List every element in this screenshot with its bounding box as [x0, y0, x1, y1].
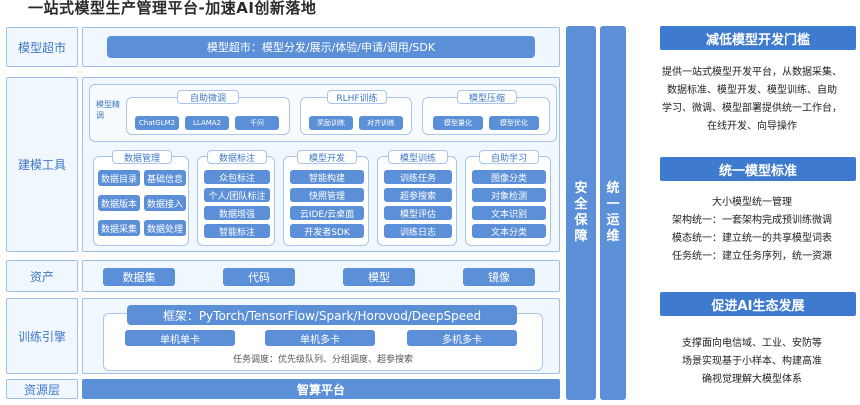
right-line: 支撑面向电信域、工业、安防等: [682, 338, 822, 349]
chip-training-task[interactable]: 训练任务: [384, 170, 452, 184]
chip-text-classification[interactable]: 文本分类: [472, 224, 546, 238]
tools-row: 模型精调 自助微调 ChatGLM2 LLAMA2 千问 RLHF训练 奖励训练…: [82, 77, 560, 252]
module-title: 数据管理: [112, 150, 172, 164]
chip-data-augmentation[interactable]: 数据增强: [204, 206, 270, 220]
chip-data-access[interactable]: 数据接入: [144, 195, 186, 211]
chip-crowdsourced-labeling[interactable]: 众包标注: [204, 170, 270, 184]
asset-image[interactable]: 镜像: [463, 268, 535, 286]
right-text-1: 提供一站式模型开发平台，从数据采集、 数据标准、模型开发、模型训练、自助 学习、…: [644, 64, 860, 136]
chip-smart-labeling[interactable]: 智能标注: [204, 224, 270, 238]
module-title: 数据标注: [207, 150, 267, 164]
row-label-tools: 建模工具: [6, 77, 78, 252]
asset-model[interactable]: 模型: [343, 268, 415, 286]
asset-code[interactable]: 代码: [223, 268, 295, 286]
group-rlhf: RLHF训练 奖励训练 对齐训练: [300, 90, 412, 135]
engine-multi-node-multi-gpu[interactable]: 多机多卡: [407, 330, 517, 346]
chip-basic-info[interactable]: 基础信息: [144, 170, 186, 186]
chip-model-evaluation[interactable]: 模型评估: [384, 206, 452, 220]
module-self-learning: 自助学习 图像分类 对象检测 文本识别 文本分类: [465, 150, 551, 246]
chip-smart-build[interactable]: 智能构建: [290, 170, 364, 184]
right-header-1: 减低模型开发门槛: [660, 26, 856, 50]
right-line: 在线开发、向导操作: [707, 121, 797, 132]
right-header-2: 统一模型标准: [660, 157, 856, 181]
group-title: 模型压缩: [457, 90, 517, 104]
group-title: RLHF训练: [327, 90, 387, 104]
chip-image-classification[interactable]: 图像分类: [472, 170, 546, 184]
chip-chatglm2[interactable]: ChatGLM2: [135, 116, 179, 130]
chip-team-labeling[interactable]: 个人/团队标注: [204, 188, 270, 202]
row-label-market: 模型超市: [6, 27, 78, 67]
chip-developer-sdk[interactable]: 开发者SDK: [290, 224, 364, 238]
chip-alignment-training[interactable]: 对齐训练: [359, 116, 403, 130]
module-model-training: 模型训练 训练任务 超参搜索 模型评估 训练日志: [377, 150, 457, 246]
engine-single-gpu[interactable]: 单机单卡: [125, 330, 235, 346]
ops-label: 统一运维: [606, 181, 620, 244]
chip-text-recognition[interactable]: 文本识别: [472, 206, 546, 220]
chip-training-log[interactable]: 训练日志: [384, 224, 452, 238]
right-line: 学习、微调、模型部署提供统一工作台，: [662, 103, 842, 114]
module-title: 自助学习: [479, 150, 539, 164]
chip-llama2[interactable]: LLAMA2: [185, 116, 229, 130]
chip-qianwen[interactable]: 千问: [235, 116, 279, 130]
chip-reward-training[interactable]: 奖励训练: [309, 116, 353, 130]
module-title: 模型训练: [388, 150, 448, 164]
row-label-assets: 资产: [6, 260, 78, 292]
right-line: 模态统一：建立统一的共享模型词表: [672, 233, 832, 244]
right-line: 数据标准、模型开发、模型训练、自助: [667, 85, 837, 96]
chip-snapshot-management[interactable]: 快照管理: [290, 188, 364, 202]
right-line: 场景实现基于小样本、构建高准: [682, 356, 822, 367]
engine-single-node-multi-gpu[interactable]: 单机多卡: [265, 330, 375, 346]
chip-data-processing[interactable]: 数据处理: [144, 220, 186, 236]
chip-object-detection[interactable]: 对象检测: [472, 188, 546, 202]
right-line: 任务统一：建立任务序列，统一资源: [672, 251, 832, 262]
right-header-3: 促进AI生态发展: [660, 292, 856, 316]
market-row: 模型超市：模型分发/展示/体验/申请/调用/SDK: [82, 27, 560, 67]
module-model-development: 模型开发 智能构建 快照管理 云IDE/云桌面 开发者SDK: [283, 150, 369, 246]
right-line: 提供一站式模型开发平台，从数据采集、: [662, 67, 842, 78]
right-line: 大小模型统一管理: [712, 197, 792, 208]
security-label: 安全保障: [574, 181, 588, 244]
finetune-section: 模型精调 自助微调 ChatGLM2 LLAMA2 千问 RLHF训练 奖励训练…: [89, 84, 557, 142]
engine-row: 框架：PyTorch/TensorFlow/Spark/Horovod/Deep…: [82, 298, 560, 374]
schedule-text: 任务调度：优先级队列、分组调度、超参搜索: [232, 354, 413, 365]
module-data-labeling: 数据标注 众包标注 个人/团队标注 数据增强 智能标注: [197, 150, 275, 246]
group-compression: 模型压缩 模型量化 模型优化: [422, 90, 550, 135]
chip-cloud-ide[interactable]: 云IDE/云桌面: [290, 206, 364, 220]
chip-quantization[interactable]: 模型量化: [433, 116, 483, 130]
chip-hyperparam-search[interactable]: 超参搜索: [384, 188, 452, 202]
assets-row: 数据集 代码 模型 镜像: [82, 260, 560, 292]
group-title: 自助微调: [177, 90, 239, 104]
module-data-management: 数据管理 数据目录 基础信息 数据版本 数据接入 数据采集 数据处理: [93, 150, 189, 246]
right-text-2: 大小模型统一管理 架构统一：一套架构完成预训练微调 模态统一：建立统一的共享模型…: [644, 194, 860, 266]
chip-data-collection[interactable]: 数据采集: [98, 220, 140, 236]
market-bar[interactable]: 模型超市：模型分发/展示/体验/申请/调用/SDK: [107, 36, 535, 58]
right-line: 架构统一：一套架构完成预训练微调: [672, 215, 832, 226]
right-line: 确视觉理解大模型体系: [702, 374, 802, 385]
module-title: 模型开发: [297, 150, 357, 164]
group-self-finetune: 自助微调 ChatGLM2 LLAMA2 千问: [126, 90, 290, 135]
compute-platform-bar[interactable]: 智算平台: [82, 379, 560, 399]
framework-bar[interactable]: 框架：PyTorch/TensorFlow/Spark/Horovod/Deep…: [127, 305, 517, 325]
chip-optimization[interactable]: 模型优化: [489, 116, 539, 130]
security-bar[interactable]: 安全保障: [566, 26, 596, 400]
chip-data-catalog[interactable]: 数据目录: [98, 170, 140, 186]
row-label-resource: 资源层: [6, 379, 78, 399]
page-title: 一站式模型生产管理平台-加速AI创新落地: [28, 0, 317, 17]
row-label-engine: 训练引擎: [6, 298, 78, 374]
chip-data-version[interactable]: 数据版本: [98, 195, 140, 211]
ops-bar[interactable]: 统一运维: [600, 26, 626, 400]
asset-dataset[interactable]: 数据集: [103, 268, 175, 286]
right-text-3: 支撑面向电信域、工业、安防等 场景实现基于小样本、构建高准 确视觉理解大模型体系: [644, 335, 860, 389]
finetune-label: 模型精调: [96, 100, 120, 120]
